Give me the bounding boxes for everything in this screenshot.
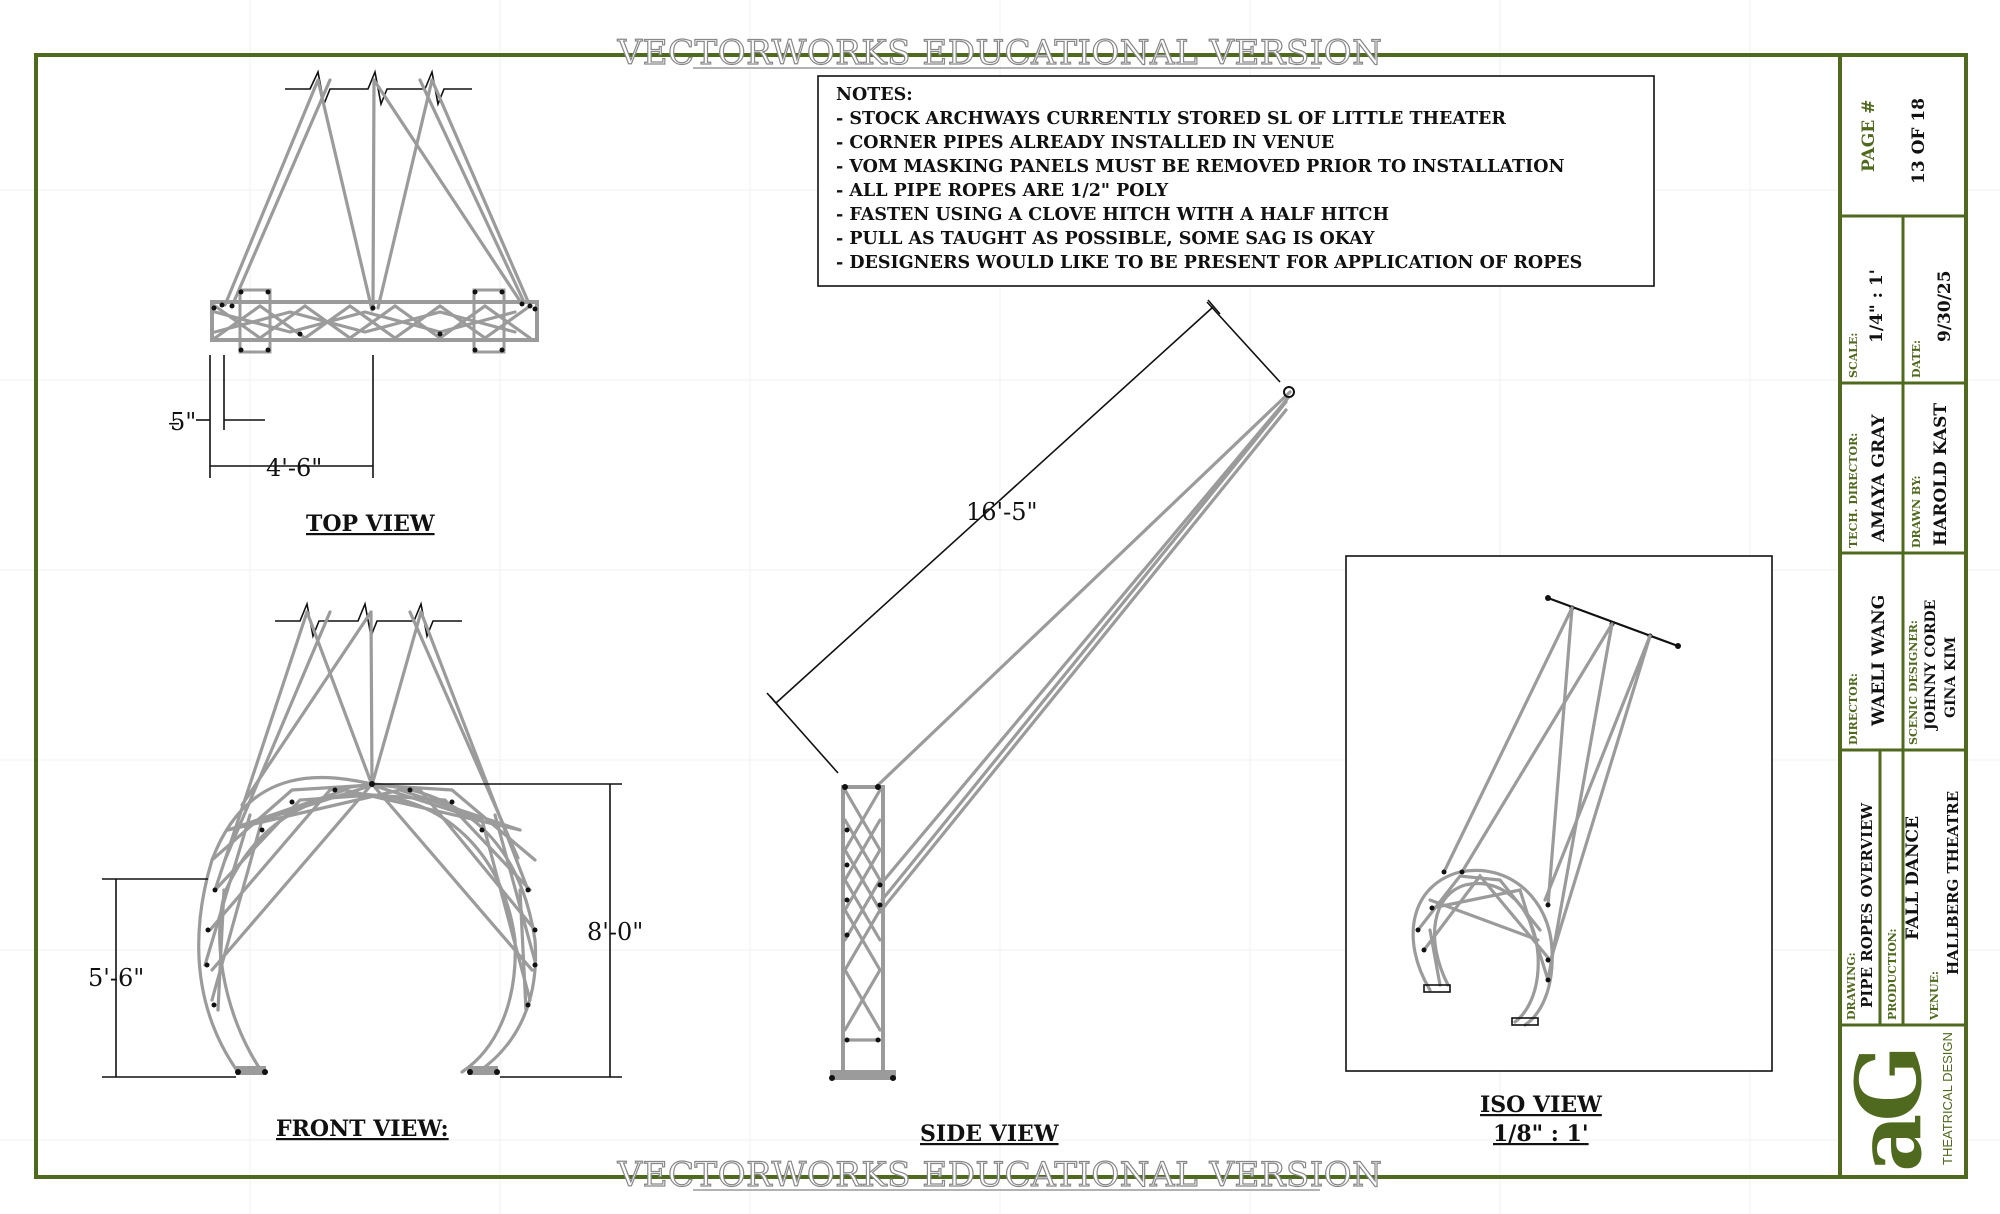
front-view-foot-right xyxy=(468,1066,498,1075)
side-view-title: SIDE VIEW xyxy=(920,1121,1059,1147)
logo-mark: aG xyxy=(1836,1052,1942,1172)
iso-view-scale: 1/8" : 1' xyxy=(1493,1121,1589,1147)
notes-line: - PULL AS TAUGHT AS POSSIBLE, SOME SAG I… xyxy=(836,229,1375,249)
scenic-designer-value-2: GINA KIM xyxy=(1943,637,1959,718)
top-view-dim-small-dash: – xyxy=(168,408,180,436)
side-view-ropes xyxy=(874,390,1292,914)
scale-label: SCALE: xyxy=(1847,333,1860,378)
tech-director-label: TECH. DIRECTOR: xyxy=(1847,433,1860,548)
director-label: DIRECTOR: xyxy=(1847,673,1860,745)
scale-value: 1/4" : 1' xyxy=(1867,269,1887,343)
iso-view: ISO VIEW 1/8" : 1' xyxy=(1345,555,1773,1147)
notes-line: - STOCK ARCHWAYS CURRENTLY STORED SL OF … xyxy=(836,109,1506,129)
side-view-dim-rope: 16'-5" xyxy=(966,498,1038,526)
front-view-dim-right: 8'-0" xyxy=(587,918,643,946)
venue-value: HALLBERG THEATRE xyxy=(1944,791,1962,975)
notes-line: - ALL PIPE ROPES ARE 1/2" POLY xyxy=(836,181,1169,201)
production-value: FALL DANCE xyxy=(1903,816,1923,940)
title-block: PAGE # 13 OF 18 SCALE: 1/4" : 1' DATE: 9… xyxy=(1836,53,1968,1179)
iso-view-arch xyxy=(1411,868,1554,1027)
notes-heading: NOTES: xyxy=(836,85,913,105)
front-view-foot-left xyxy=(236,1066,266,1075)
date-value: 9/30/25 xyxy=(1935,270,1955,342)
drawing-label: DRAWING: xyxy=(1845,952,1858,1020)
drawn-by-label: DRAWN BY: xyxy=(1910,475,1923,548)
notes-line: - FASTEN USING A CLOVE HITCH WITH A HALF… xyxy=(836,205,1389,225)
director-value: WAELI WANG xyxy=(1869,595,1889,727)
notes-line: - VOM MASKING PANELS MUST BE REMOVED PRI… xyxy=(836,157,1564,177)
front-view-ropes xyxy=(213,610,530,892)
production-label: PRODUCTION: xyxy=(1886,928,1899,1020)
page-label: PAGE # xyxy=(1859,100,1879,172)
top-view-dim-small: 5" xyxy=(170,408,196,436)
front-view-pipe xyxy=(275,601,462,639)
drawn-by-value: HAROLD KAST xyxy=(1931,403,1951,546)
venue-label: VENUE: xyxy=(1928,971,1941,1021)
notes-line: - CORNER PIPES ALREADY INSTALLED IN VENU… xyxy=(836,133,1334,153)
iso-view-title: ISO VIEW xyxy=(1480,1092,1602,1118)
watermark-bottom: VECTORWORKS EDUCATIONAL VERSION xyxy=(617,1155,1383,1195)
drawing-value: PIPE ROPES OVERVIEW xyxy=(1858,802,1876,1008)
side-view: 16'-5" SIDE VIEW xyxy=(766,299,1295,1147)
logo-caption: THEATRICAL DESIGN xyxy=(1940,1032,1955,1165)
date-label: DATE: xyxy=(1910,340,1923,378)
top-view-arch xyxy=(210,300,539,342)
scenic-designer-label: SCENIC DESIGNER: xyxy=(1907,620,1920,745)
front-view-dim-left: 5'-6" xyxy=(88,964,144,992)
front-view-title: FRONT VIEW: xyxy=(276,1116,449,1142)
top-view: 5" – 4'-6" TOP VIEW xyxy=(168,69,539,537)
top-view-title: TOP VIEW xyxy=(306,511,435,537)
watermark-top: VECTORWORKS EDUCATIONAL VERSION xyxy=(617,33,1383,73)
page-value: 13 OF 18 xyxy=(1909,98,1929,184)
front-view: 5'-6" 8'-0" FRONT VIEW: xyxy=(88,601,643,1142)
top-view-dim-width: 4'-6" xyxy=(266,454,322,482)
iso-view-ropes xyxy=(1442,606,1652,982)
tech-director-value: AMAYA GRAY xyxy=(1869,414,1889,543)
notes-line: - DESIGNERS WOULD LIKE TO BE PRESENT FOR… xyxy=(836,253,1582,273)
notes-box: NOTES: - STOCK ARCHWAYS CURRENTLY STORED… xyxy=(817,75,1655,287)
iso-view-frame xyxy=(1345,555,1773,1072)
scenic-designer-value-1: JOHNNY CORDE xyxy=(1923,600,1939,732)
top-view-ropes xyxy=(223,78,532,312)
